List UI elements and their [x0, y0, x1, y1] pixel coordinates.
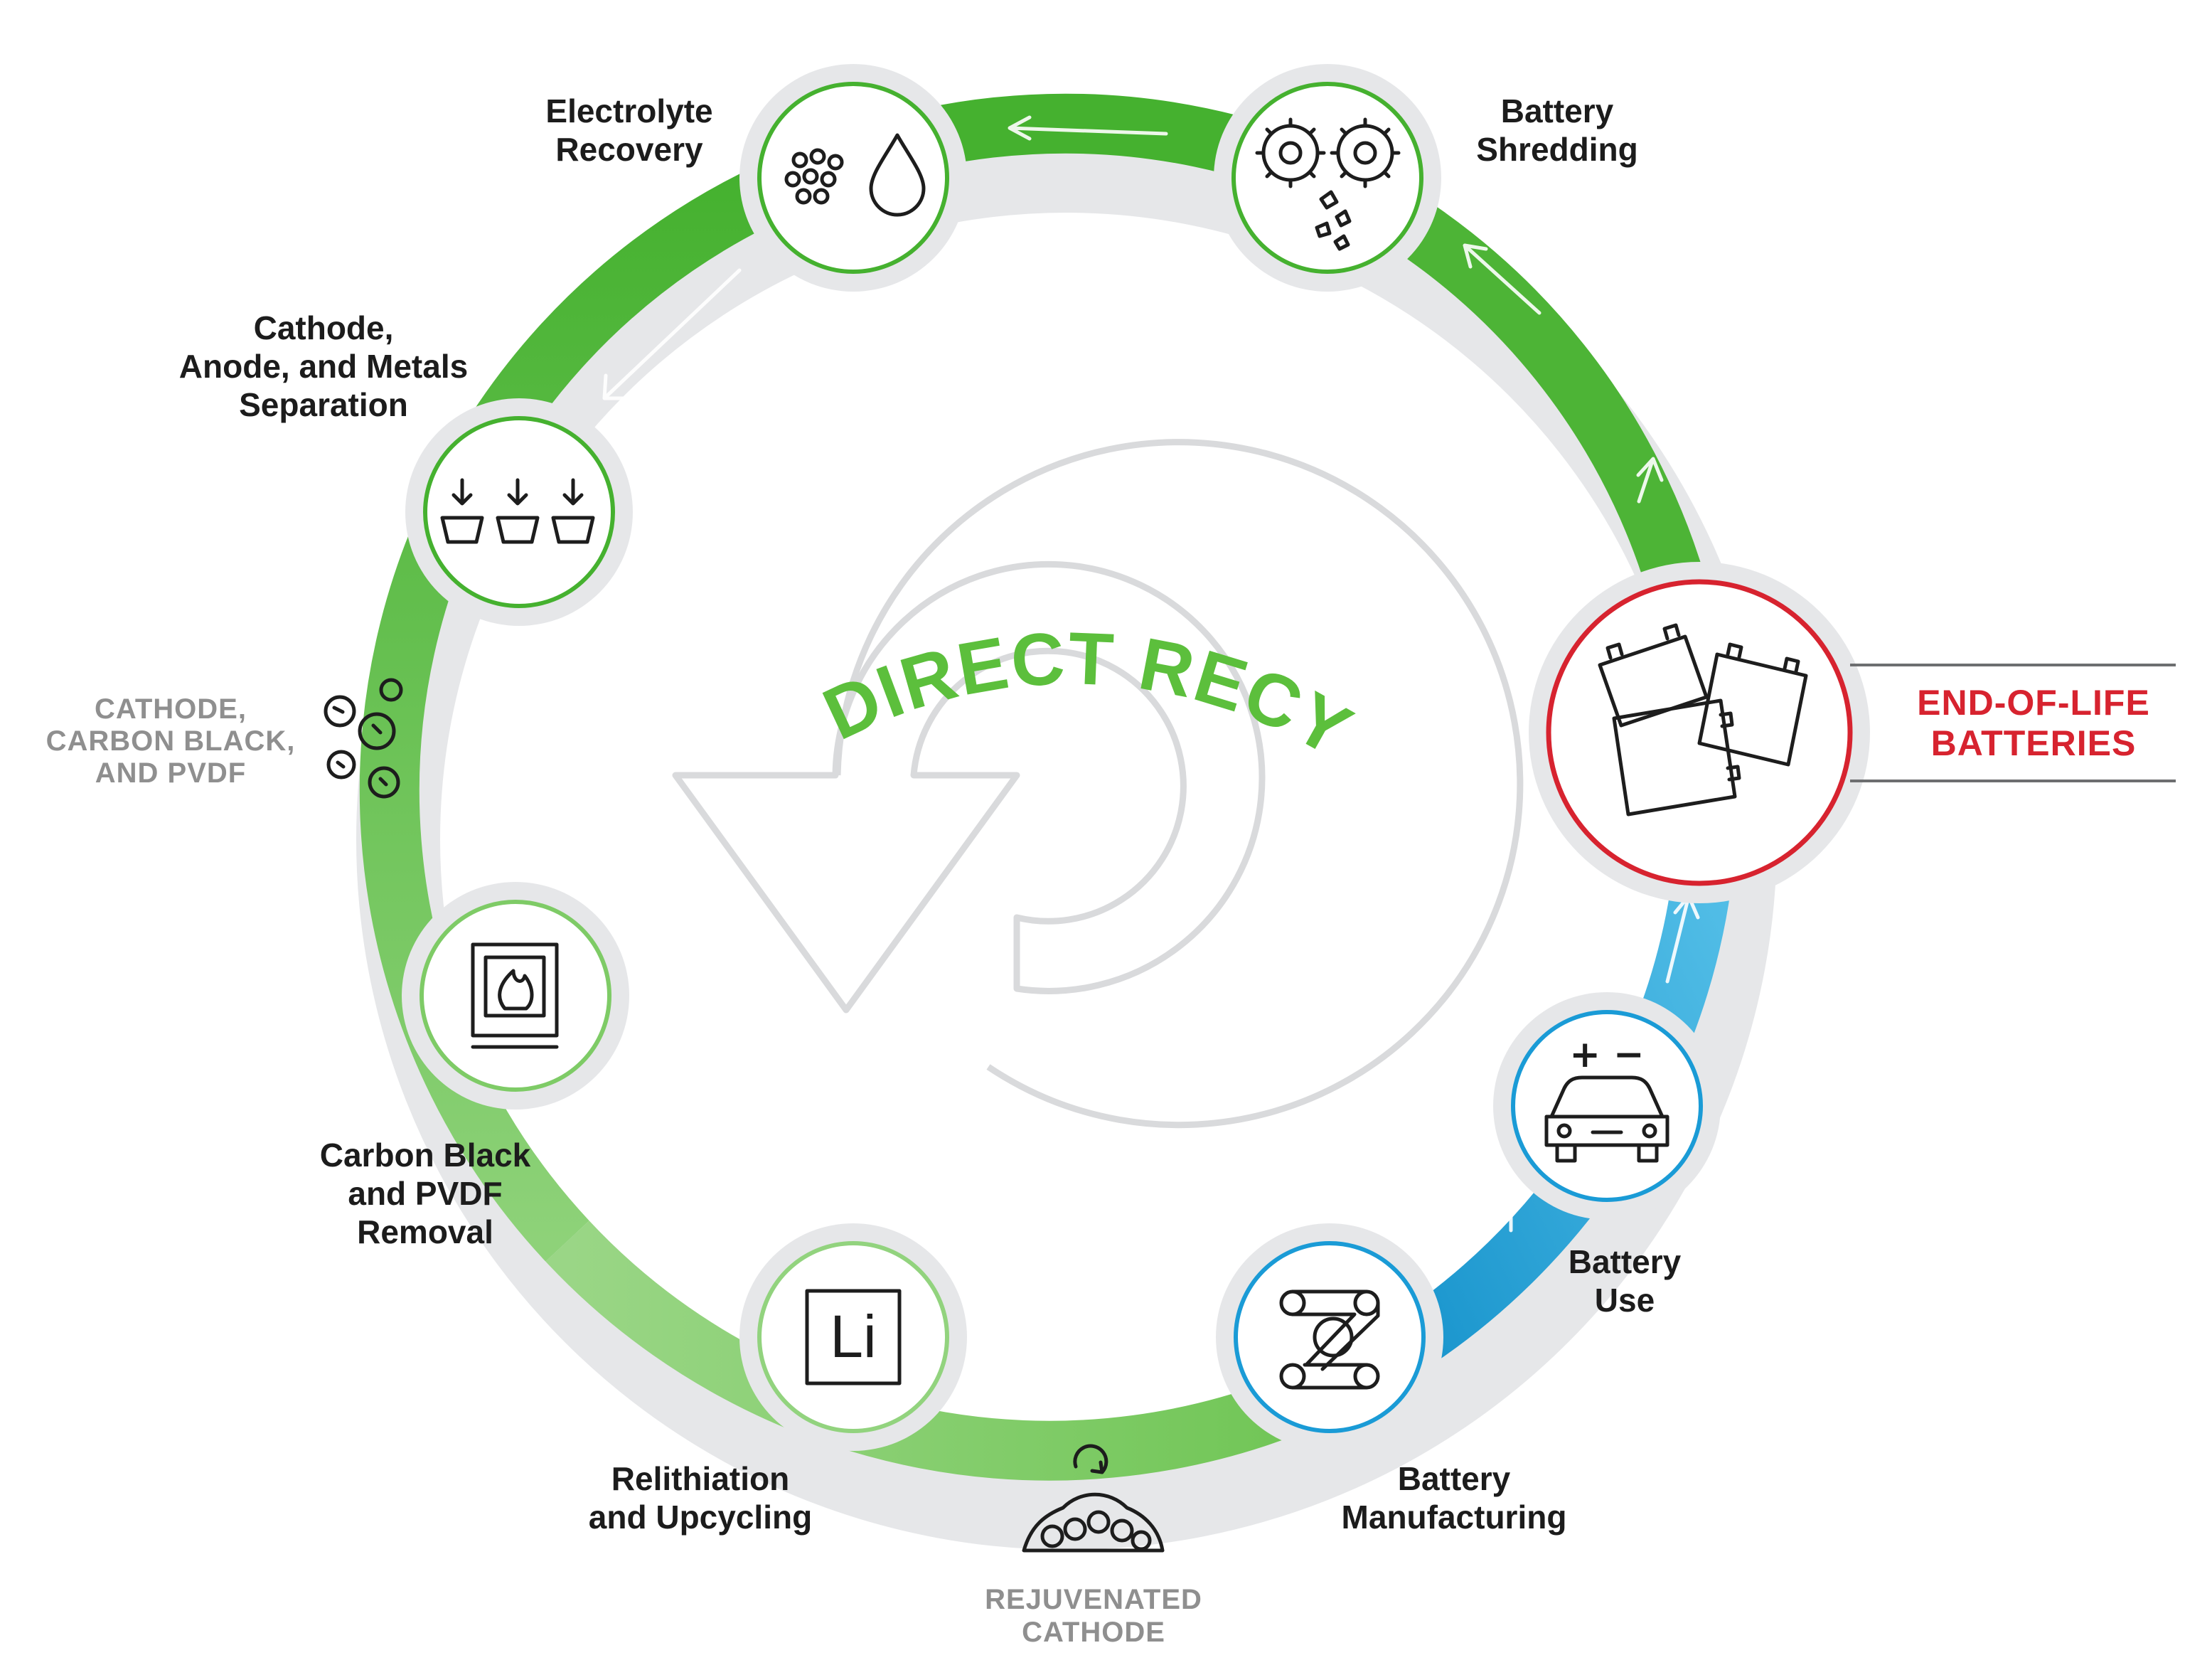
- flow-arrow-left: [464, 659, 492, 856]
- label-battery-manufacturing: Battery: [1398, 1460, 1511, 1497]
- byproduct-cathode-carbon-1: CATHODE,: [95, 693, 247, 725]
- lithium-icon: Li: [805, 1289, 902, 1385]
- flow-arrow-upper-right: [1463, 243, 1542, 315]
- label-end-of-life: END-OF-LIFE: [1917, 683, 2150, 723]
- node-battery-use: + −: [1493, 992, 1721, 1220]
- batteries-icon: [1598, 623, 1808, 816]
- node-relithiation: Li: [739, 1223, 967, 1451]
- label-separation: Cathode,: [254, 309, 394, 346]
- flow-arrows: [464, 115, 1700, 1389]
- label-carbon-removal-3: Removal: [357, 1213, 493, 1250]
- label-battery-manufacturing-2: Manufacturing: [1342, 1499, 1567, 1536]
- label-separation-2: Anode, and Metals: [179, 348, 468, 385]
- charge-signs: + −: [1569, 1033, 1644, 1076]
- node-separation: [405, 398, 633, 626]
- byproduct-cathode-carbon-3: AND PVDF: [95, 757, 246, 789]
- droplet-icon: [784, 133, 926, 217]
- flow-band-bottom: [545, 1220, 1342, 1481]
- label-battery-shredding-2: Shredding: [1476, 131, 1637, 168]
- flow-arrow-upper-left: [602, 268, 742, 400]
- flow-arrow-lower-right: [1448, 1207, 1513, 1268]
- label-electrolyte-recovery-2: Recovery: [555, 131, 703, 168]
- gears-icon: [1255, 117, 1401, 251]
- flow-arrow-bottom: [1015, 1363, 1182, 1389]
- flow-arrow-right-upper: [1636, 457, 1664, 504]
- recycle-loop-arrow: [672, 439, 1524, 1129]
- byproduct-rejuvenated-2: CATHODE: [1022, 1617, 1165, 1648]
- label-carbon-removal-2: and PVDF: [348, 1175, 502, 1212]
- label-end-of-life-2: BATTERIES: [1931, 723, 2137, 763]
- particles-icon: [324, 678, 403, 799]
- label-relithiation-2: and Upcycling: [589, 1499, 812, 1536]
- lithium-symbol: Li: [830, 1303, 876, 1370]
- byproduct-rejuvenated-1: REJUVENATED: [985, 1584, 1202, 1615]
- byproduct-cathode-carbon-2: CARBON BLACK,: [46, 725, 296, 757]
- node-battery-manufacturing: [1216, 1223, 1443, 1451]
- node-battery-shredding: [1214, 64, 1441, 292]
- flow-arrow-lower-left: [602, 1136, 727, 1261]
- label-carbon-removal: Carbon Black: [320, 1137, 531, 1174]
- conveyor-icon: [1279, 1289, 1380, 1390]
- bins-icon: [440, 478, 595, 544]
- label-battery-use: Battery: [1569, 1243, 1682, 1280]
- electric-car-icon: + −: [1544, 1033, 1669, 1163]
- furnace-icon: [471, 942, 559, 1049]
- label-electrolyte-recovery: Electrolyte: [545, 92, 712, 129]
- label-battery-use-2: Use: [1595, 1282, 1655, 1319]
- node-end-of-life-batteries: [1529, 562, 1870, 903]
- label-battery-shredding: Battery: [1501, 92, 1614, 129]
- node-electrolyte-recovery: [739, 64, 967, 292]
- label-separation-3: Separation: [239, 386, 408, 423]
- node-carbon-removal: [402, 882, 629, 1110]
- label-relithiation: Relithiation: [611, 1460, 789, 1497]
- flow-arrow-top: [1008, 115, 1168, 141]
- powder-pile-icon: [1022, 1444, 1165, 1553]
